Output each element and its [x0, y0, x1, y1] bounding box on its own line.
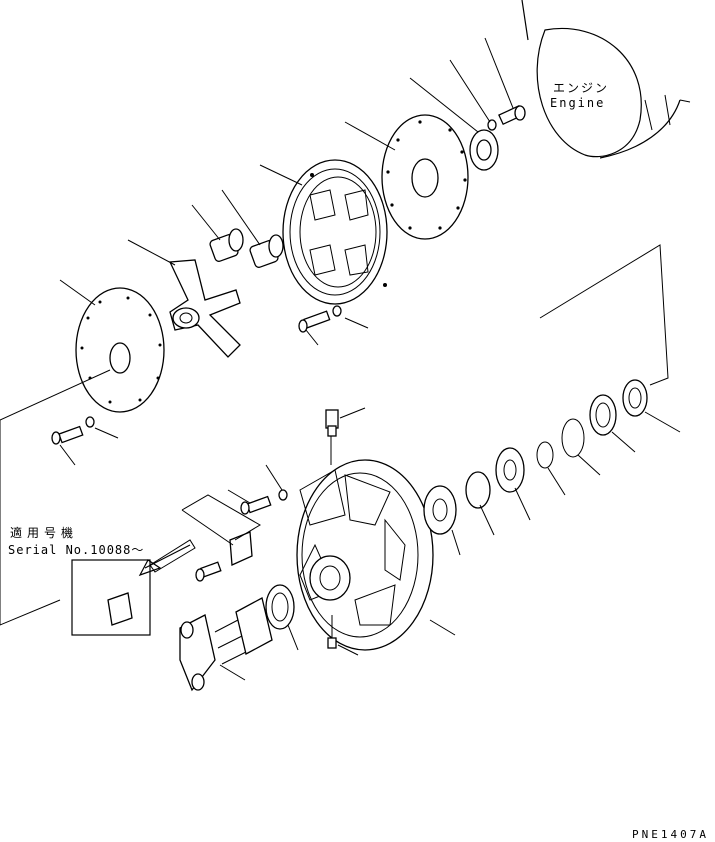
bearing-ring — [465, 471, 495, 536]
hub-spider — [127, 239, 241, 358]
drawing-code: PNE1407A — [632, 828, 709, 841]
oil-seal — [265, 584, 299, 651]
rubber-block-2 — [221, 189, 284, 268]
plate-bolt — [51, 416, 119, 466]
leader-line — [0, 420, 61, 626]
name-plate — [181, 494, 261, 582]
engine-outline — [521, 0, 691, 159]
housing-bolt-upper — [227, 464, 288, 515]
ring-gear-housing — [259, 159, 388, 305]
converter-housing — [296, 459, 456, 651]
breather-plug — [325, 407, 366, 465]
adapter-flange — [409, 77, 499, 171]
housing-bolt — [298, 305, 369, 346]
snap-ring-small — [536, 441, 566, 496]
front-plate — [59, 279, 165, 413]
drain-plug — [327, 615, 359, 656]
engine-label-en: Engine — [550, 96, 606, 110]
serial-label-en: Serial No.10088～ — [8, 543, 145, 557]
flywheel-disc — [344, 114, 469, 240]
serial-label-jp: 適用号機 — [10, 526, 79, 540]
bearing-roller — [495, 447, 531, 521]
bearing-cup — [589, 394, 636, 453]
rubber-block-1 — [191, 204, 244, 262]
output-yoke — [179, 597, 273, 692]
washer-small — [449, 59, 497, 131]
engine-label-jp: エンジン — [553, 81, 610, 95]
seal-ring — [622, 379, 681, 433]
snap-ring-large — [561, 418, 601, 476]
leader-line — [539, 244, 669, 386]
serial-detail-box — [71, 539, 196, 636]
leader-line — [0, 369, 111, 421]
bearing-large — [423, 485, 461, 556]
engine-bolt — [484, 37, 526, 126]
